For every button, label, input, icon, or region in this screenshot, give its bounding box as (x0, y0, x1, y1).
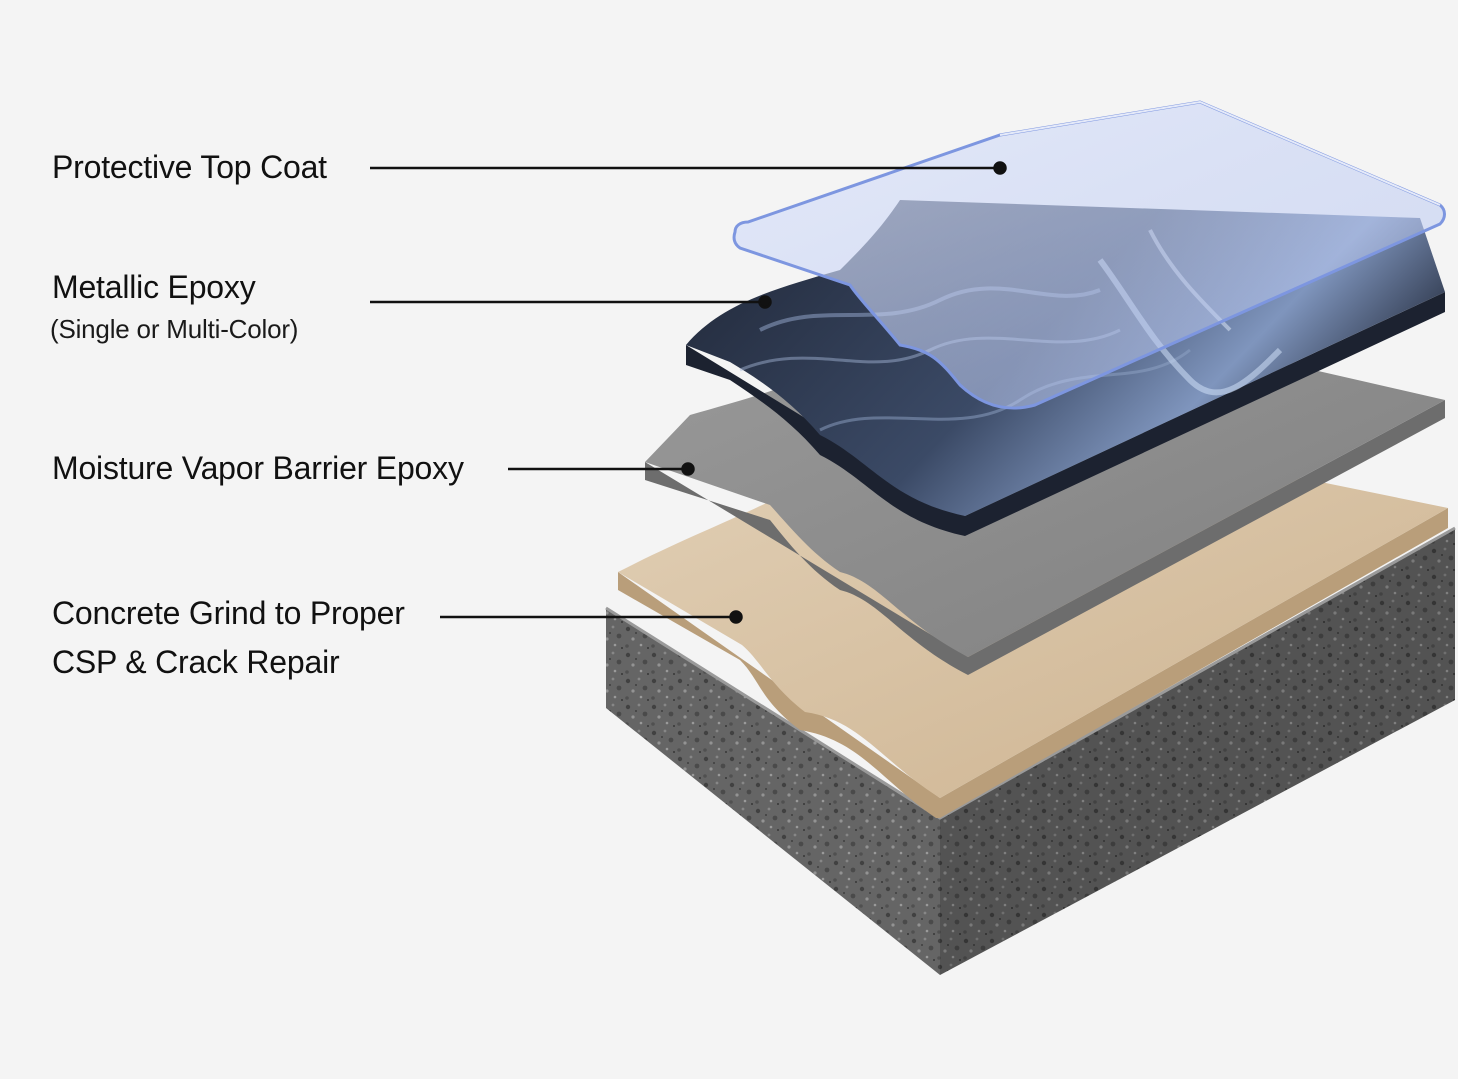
top-coat-layer (732, 100, 1446, 410)
concrete-slab (605, 526, 1456, 975)
leader-top-coat-dot (993, 161, 1007, 175)
leader-metallic-dot (758, 295, 772, 309)
label-concrete-line1: Concrete Grind to Proper (52, 595, 405, 631)
leader-concrete-dot (729, 610, 743, 624)
label-moisture-barrier: Moisture Vapor Barrier Epoxy (52, 450, 464, 486)
label-metallic-epoxy-sub: (Single or Multi-Color) (50, 314, 299, 344)
leader-lines (370, 161, 1007, 624)
label-metallic-epoxy: Metallic Epoxy (52, 269, 256, 305)
label-concrete-line2: CSP & Crack Repair (52, 644, 340, 680)
leader-moisture-dot (681, 462, 695, 476)
label-top-coat: Protective Top Coat (52, 149, 327, 185)
